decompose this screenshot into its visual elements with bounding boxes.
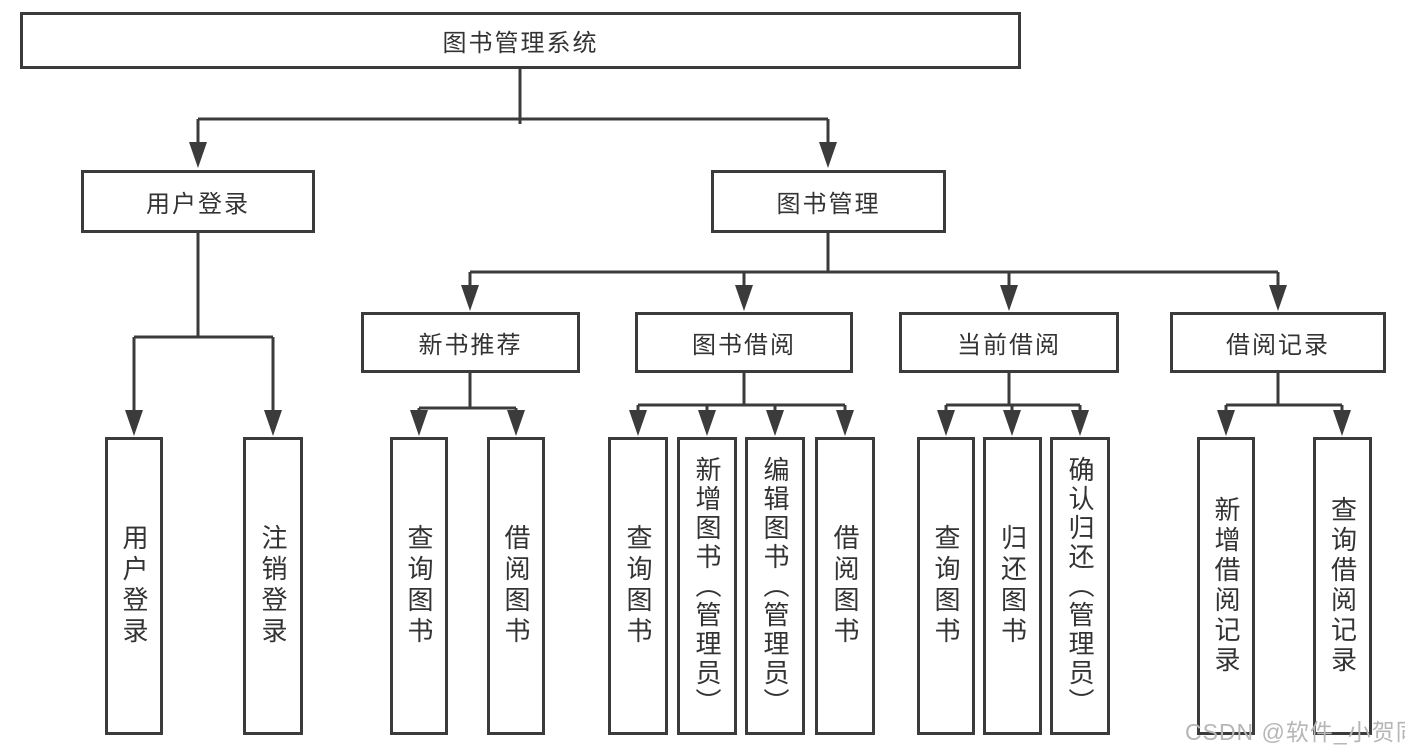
arrowhead-down-icon [507,410,525,436]
leaf-return-books: 归还图书 [983,437,1042,735]
node-book-management: 图书管理 [711,170,946,233]
arrowhead-down-icon [629,410,647,436]
arrowhead-down-icon [189,142,207,168]
leaf-query-books-recommend: 查询图书 [390,437,448,735]
node-book-borrow: 图书借阅 [635,312,853,373]
leaf-borrow-books: 借阅图书 [815,437,875,735]
leaf-edit-books-admin: 编辑图书（管理员） [745,437,805,735]
leaf-logout: 注销登录 [243,437,303,735]
leaf-confirm-return-admin: 确认归还（管理员） [1050,437,1110,735]
arrowhead-down-icon [698,410,716,436]
arrowhead-down-icon [1003,410,1021,436]
watermark-text: CSDN @软件_小贺同学 [1185,719,1405,745]
connector-borrow-group [629,373,854,436]
node-root-system: 图书管理系统 [20,12,1021,69]
arrowhead-down-icon [735,285,753,311]
arrowhead-down-icon [766,410,784,436]
node-new-book-recommend: 新书推荐 [361,312,580,373]
leaf-add-borrow-record: 新增借阅记录 [1197,437,1255,735]
arrowhead-down-icon [836,410,854,436]
arrowhead-down-icon [1269,285,1287,311]
leaf-query-books-current: 查询图书 [917,437,975,735]
arrowhead-down-icon [1071,410,1089,436]
node-current-borrow: 当前借阅 [899,312,1119,373]
leaf-user-login: 用户登录 [105,437,163,735]
connector-mgmt-to-level3 [461,233,1287,311]
arrowhead-down-icon [125,410,143,436]
connector-login-group [125,233,282,436]
arrowhead-down-icon [410,410,428,436]
arrowhead-down-icon [1000,285,1018,311]
node-borrow-records: 借阅记录 [1170,312,1386,373]
leaf-borrow-books-recommend: 借阅图书 [487,437,545,735]
leaf-query-borrow-record: 查询借阅记录 [1313,437,1372,735]
connector-current-group [937,373,1089,436]
leaf-add-books-admin: 新增图书（管理员） [677,437,737,735]
arrowhead-down-icon [937,410,955,436]
arrowhead-down-icon [819,142,837,168]
arrowhead-down-icon [1217,410,1235,436]
arrowhead-down-icon [264,410,282,436]
connector-root-to-level2 [189,69,837,168]
node-user-login: 用户登录 [81,170,315,233]
connector-recommend-group [410,373,525,436]
arrowhead-down-icon [1333,410,1351,436]
arrowhead-down-icon [461,285,479,311]
leaf-query-books-borrow: 查询图书 [608,437,668,735]
connector-records-group [1217,373,1351,436]
